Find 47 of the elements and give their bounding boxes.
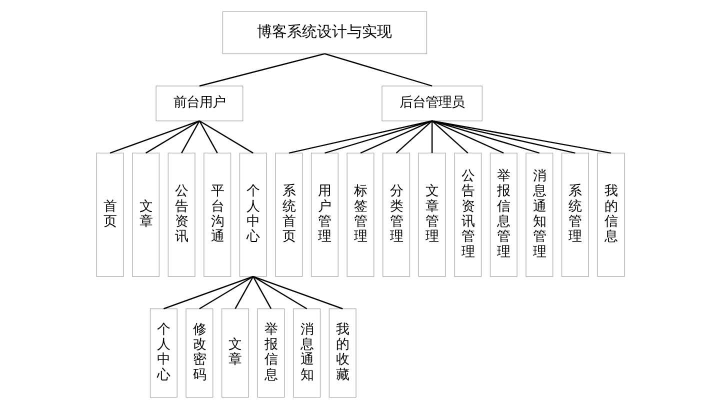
connector	[431, 120, 504, 154]
node-box: 标签管理	[346, 152, 374, 277]
connector	[234, 276, 254, 310]
connector	[252, 276, 272, 310]
node-box: 个人中心	[238, 152, 266, 277]
connector	[360, 120, 432, 154]
connector	[431, 120, 468, 154]
node-box: 系统管理	[560, 152, 588, 277]
connector	[288, 120, 432, 154]
connector	[252, 276, 342, 310]
node-box: 用户管理	[310, 152, 338, 277]
node-box: 平台沟通	[203, 152, 231, 277]
node-box: 公告资讯	[167, 152, 195, 277]
node-box: 首页	[96, 152, 124, 277]
node-box: 系统首页	[274, 152, 302, 277]
connector	[395, 120, 432, 154]
connector	[430, 120, 432, 154]
connector	[252, 276, 307, 310]
node-box: 博客系统设计与实现	[222, 11, 427, 54]
node-box: 修改密码	[185, 308, 213, 398]
connector	[324, 53, 432, 87]
node-box: 举报信息	[256, 308, 284, 398]
connector	[198, 120, 253, 154]
connector	[198, 276, 253, 310]
node-box: 消息通知管理	[525, 152, 553, 277]
connector	[198, 120, 218, 154]
connector	[431, 120, 540, 154]
node-box: 公告资讯管理	[454, 152, 482, 277]
node-box: 我的信息	[596, 152, 624, 277]
connector	[431, 120, 575, 154]
node-box: 消息通知	[292, 308, 320, 398]
node-box: 举报信息管理	[489, 152, 517, 277]
node-box: 分类管理	[382, 152, 410, 277]
node-box: 我的收藏	[328, 308, 356, 398]
node-box: 文章	[220, 308, 249, 398]
node-box: 前台用户	[155, 86, 243, 122]
connector	[198, 53, 324, 87]
node-box: 个人中心	[149, 308, 177, 398]
connector	[324, 120, 432, 154]
connector	[162, 276, 253, 310]
connector	[431, 120, 611, 154]
node-box: 后台管理员	[381, 86, 482, 122]
connector	[180, 120, 200, 154]
node-box: 文章	[132, 152, 160, 277]
connector	[144, 120, 200, 154]
connector	[109, 120, 200, 154]
node-box: 文章管理	[418, 152, 446, 277]
